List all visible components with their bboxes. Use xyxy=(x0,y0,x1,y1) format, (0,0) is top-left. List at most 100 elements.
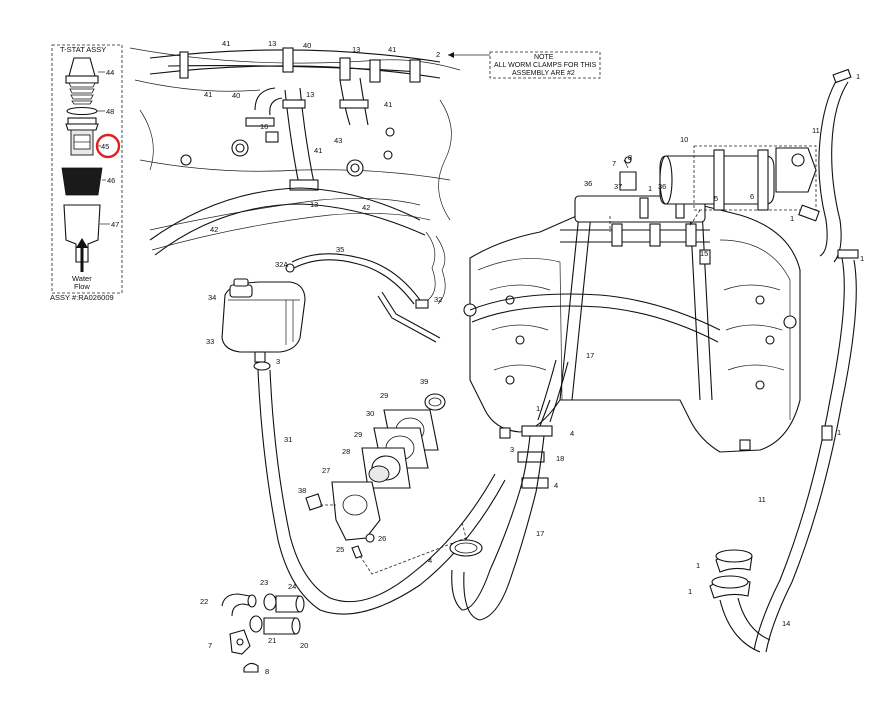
callout-1: 1 xyxy=(860,254,864,263)
callout-43: 43 xyxy=(334,136,342,145)
callout-38: 38 xyxy=(298,486,306,495)
tstat-dashed-box xyxy=(51,44,123,294)
callout-32a: 32A xyxy=(275,260,288,269)
callout-42: 42 xyxy=(210,225,218,234)
callout-20: 20 xyxy=(300,641,308,650)
callout-41: 41 xyxy=(384,100,392,109)
note-line-3: ASSEMBLY ARE #2 xyxy=(512,70,575,77)
callout-36: 36 xyxy=(584,179,592,188)
callout-45: 45 xyxy=(101,142,109,151)
callout-48: 48 xyxy=(106,107,114,116)
tstat-cap-part: 44 xyxy=(65,57,114,105)
callout-8: 8 xyxy=(265,667,269,676)
callout-1: 1 xyxy=(837,428,841,437)
reservoir-assembly xyxy=(221,253,506,615)
callout-39: 39 xyxy=(420,377,428,386)
pump-housing-assembly xyxy=(305,393,467,575)
callout-16: 16 xyxy=(260,122,268,131)
callout-7: 7 xyxy=(612,159,616,168)
callout-4: 4 xyxy=(554,481,558,490)
clamp-4 xyxy=(521,477,549,489)
callout-24: 24 xyxy=(288,582,296,591)
clamp-13 xyxy=(339,99,369,109)
callout-40: 40 xyxy=(232,91,240,100)
callout-17: 17 xyxy=(536,529,544,538)
callout-37: 37 xyxy=(614,182,622,191)
right-callouts: 1 11 1 1 1 11 1 1 14 1 xyxy=(536,72,864,628)
water-flow-label-2: Flow xyxy=(74,282,90,291)
clamp-13 xyxy=(289,179,319,191)
pump-callouts: 39 29 30 29 28 27 38 26 25 xyxy=(298,377,428,554)
callout-34: 34 xyxy=(208,293,216,302)
callout-42: 42 xyxy=(362,203,370,212)
callout-11: 11 xyxy=(758,495,766,504)
callout-18: 18 xyxy=(556,454,564,463)
callout-21: 21 xyxy=(268,636,276,645)
thermostat-part: 45 xyxy=(65,117,121,159)
upper-callouts: 41 13 40 13 41 2 41 40 13 41 16 43 41 13… xyxy=(204,39,440,234)
callout-25: 25 xyxy=(336,545,344,554)
exchanger-callouts: 8 7 10 37 36 36 1 5 6 xyxy=(584,135,754,203)
callout-22: 22 xyxy=(200,597,208,606)
callout-13: 13 xyxy=(352,45,360,54)
clamp-13 xyxy=(339,57,351,81)
callout-27: 27 xyxy=(322,466,330,475)
callout-40: 40 xyxy=(303,41,311,50)
callout-6: 6 xyxy=(750,192,754,201)
callout-10: 10 xyxy=(680,135,688,144)
water-flow-label-1: Water xyxy=(72,274,92,283)
callout-33: 33 xyxy=(206,337,214,346)
clamp-13 xyxy=(282,99,306,109)
note-line-2: ALL WORM CLAMPS FOR THIS xyxy=(494,62,597,69)
callout-29: 29 xyxy=(354,430,362,439)
callout-1: 1 xyxy=(688,587,692,596)
callout-44: 44 xyxy=(106,68,114,77)
loose-callouts: 22 23 24 21 20 7 8 xyxy=(200,578,308,676)
callout-31: 31 xyxy=(284,435,292,444)
tstat-assy-inset: T-STAT ASSY 44 48 45 xyxy=(50,44,123,302)
loose-parts xyxy=(221,593,305,673)
engine-block xyxy=(463,195,801,453)
callout-46: 46 xyxy=(107,176,115,185)
callout-4: 4 xyxy=(570,429,574,438)
callout-15: 15 xyxy=(700,249,708,258)
callout-5: 5 xyxy=(714,194,718,203)
callout-41: 41 xyxy=(314,146,322,155)
clamp-13 xyxy=(409,59,421,83)
clamp-13 xyxy=(245,117,275,127)
callout-41: 41 xyxy=(204,90,212,99)
callout-23: 23 xyxy=(260,578,268,587)
reservoir-callouts: 35 32A 32 34 33 3 31 xyxy=(206,245,442,444)
callout-13: 13 xyxy=(268,39,276,48)
callout-41: 41 xyxy=(388,45,396,54)
callout-14: 14 xyxy=(782,619,790,628)
callout-36: 36 xyxy=(658,182,666,191)
callout-32: 32 xyxy=(434,295,442,304)
o-ring-part: 48 xyxy=(66,106,114,116)
callout-35: 35 xyxy=(336,245,344,254)
callout-1: 1 xyxy=(536,404,540,413)
callout-17: 17 xyxy=(586,351,594,360)
thermostat-housing-part: 47 xyxy=(63,204,119,263)
clamp-18 xyxy=(517,451,545,463)
callout-30: 30 xyxy=(366,409,374,418)
callout-7: 7 xyxy=(208,641,212,650)
callout-1: 1 xyxy=(856,72,860,81)
callout-1: 1 xyxy=(696,561,700,570)
center-lower-callouts: 4 3 18 4 4 17 xyxy=(428,429,574,565)
callout-47: 47 xyxy=(111,220,119,229)
clamp-4 xyxy=(521,425,553,437)
callout-13: 13 xyxy=(306,90,314,99)
callout-26: 26 xyxy=(378,534,386,543)
callout-28: 28 xyxy=(342,447,350,456)
right-hoses xyxy=(709,68,859,653)
callout-11: 11 xyxy=(812,126,820,135)
callout-2: 2 xyxy=(436,50,440,59)
callout-41: 41 xyxy=(222,39,230,48)
callout-13: 13 xyxy=(310,200,318,209)
heat-exchanger-assembly xyxy=(609,145,817,232)
fitting-16 xyxy=(265,131,279,143)
note-title: NOTE xyxy=(534,54,554,61)
callout-8: 8 xyxy=(628,153,632,162)
